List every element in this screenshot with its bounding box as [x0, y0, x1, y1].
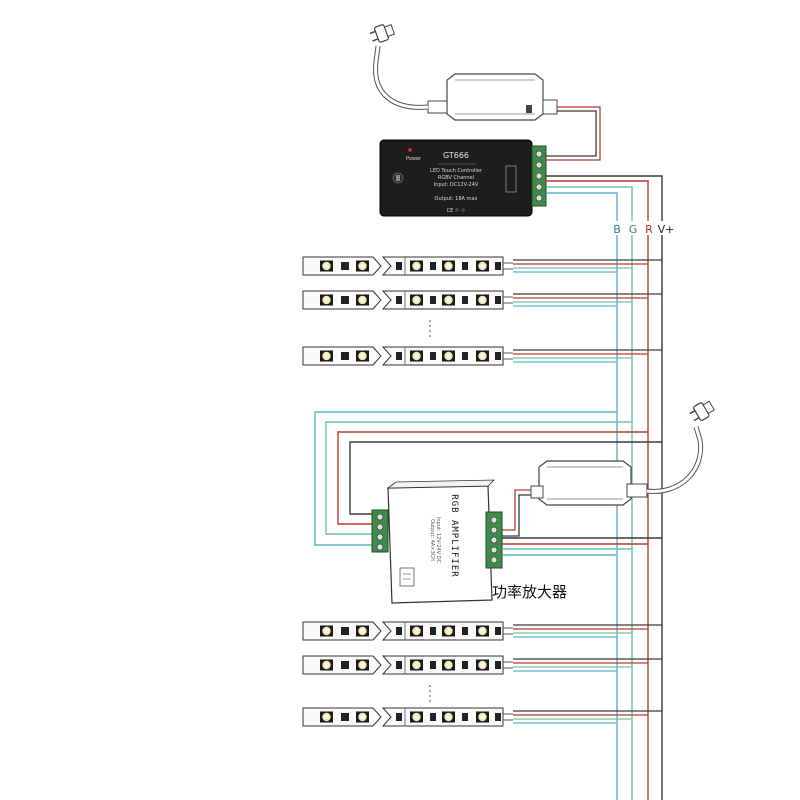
- controller-line3: Input: DC12V-24V: [434, 182, 479, 188]
- controller-line2: RGBV Channel: [438, 175, 474, 181]
- amplifier-input-wires: [314, 411, 662, 546]
- controller-line1: LED Touch Controller: [430, 168, 483, 174]
- controller-terminal-block: [531, 145, 547, 207]
- amplifier-input-terminal: [371, 509, 389, 553]
- wire-label-blue: B: [613, 223, 621, 236]
- amplifier-output-wires: [502, 537, 662, 556]
- amplifier-spec-1: Input: 12V-24V DC: [435, 517, 441, 564]
- led-strip-lower-3: [303, 708, 662, 726]
- power-adapter-bottom: [530, 397, 717, 506]
- power-adapter-top: [367, 21, 558, 121]
- plug-icon: [367, 21, 397, 46]
- controller-power-label: Power: [406, 156, 422, 162]
- controller-power-wires: [546, 106, 601, 161]
- led-strip-upper-1: [303, 257, 662, 275]
- led-strip-upper-3: [303, 347, 662, 365]
- wire-label-vplus: V+: [658, 223, 675, 236]
- wire-label-red: R: [645, 223, 653, 236]
- controller-model: GT666: [443, 151, 469, 160]
- wire-label-green: G: [629, 223, 638, 236]
- controller-line4: Output: 18A max: [435, 196, 478, 202]
- led-strip-lower-2: [303, 656, 662, 674]
- plug-icon-2: [687, 397, 717, 425]
- rgb-amplifier: RGB AMPLIFIER Input: 12V-24V DC Output: …: [371, 479, 503, 604]
- amplifier-caption: 功率放大器: [492, 583, 567, 601]
- led-strip-upper-2: [303, 291, 662, 309]
- led-controller: Power GT666 LED Touch Controller RGBV Ch…: [379, 139, 547, 217]
- controller-cert-marks: CE ⚐ ♲: [447, 208, 466, 214]
- amplifier-title: RGB AMPLIFIER: [449, 494, 459, 577]
- amplifier-power-wires: [500, 489, 531, 537]
- amplifier-output-terminal: [485, 511, 503, 569]
- led-strip-lower-1: [303, 622, 662, 640]
- controller-output-wires: [546, 175, 663, 800]
- amplifier-spec-2: Output: 4A×3CH: [429, 519, 435, 561]
